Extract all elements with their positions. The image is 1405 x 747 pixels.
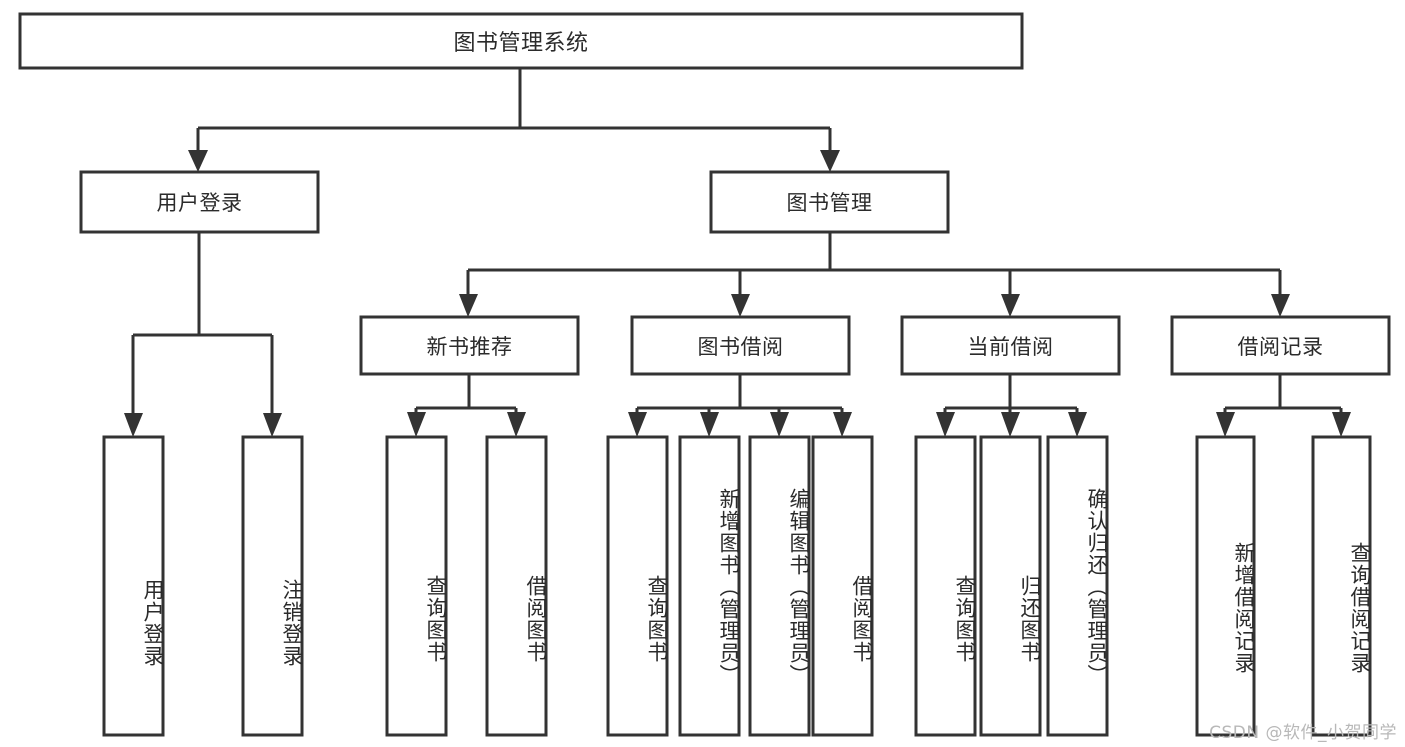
arrow-head-leaf-current-borrow-0 bbox=[936, 412, 955, 437]
arrow-head-leaf-new-book-0 bbox=[407, 412, 426, 437]
arrow-head-leaf-user-login-1 bbox=[263, 413, 282, 437]
connector-new-book-to-leaves bbox=[407, 374, 526, 437]
arrow-head-leaf-new-book-1 bbox=[507, 412, 526, 437]
arrow-head-leaf-book-borrow-0 bbox=[628, 412, 647, 437]
arrow-head-current-borrow bbox=[1001, 294, 1020, 317]
arrow-head-user-login bbox=[188, 150, 208, 172]
node-box-book-manage[interactable] bbox=[709, 170, 950, 234]
arrow-head-leaf-book-borrow-1 bbox=[700, 412, 719, 437]
leaf-box-book-borrow-1[interactable] bbox=[678, 435, 741, 737]
arrow-head-leaf-user-login-0 bbox=[124, 413, 143, 437]
arrow-head-leaf-current-borrow-2 bbox=[1068, 412, 1087, 437]
arrow-head-new-book bbox=[459, 294, 478, 317]
arrow-head-book-borrow bbox=[731, 294, 750, 317]
connector-user-login-to-leaves bbox=[124, 232, 282, 437]
leaf-box-user-login-0[interactable] bbox=[102, 435, 165, 737]
leaf-box-user-login-1[interactable] bbox=[241, 435, 304, 737]
connector-book-manage-to-level3 bbox=[459, 232, 1290, 317]
arrow-head-borrow-record bbox=[1271, 294, 1290, 317]
leaf-box-book-borrow-3[interactable] bbox=[811, 435, 874, 737]
node-box-root[interactable] bbox=[18, 12, 1024, 70]
arrow-head-book-manage bbox=[820, 150, 840, 172]
leaf-box-current-borrow-1[interactable] bbox=[979, 435, 1042, 737]
connector-current-borrow-to-leaves bbox=[936, 374, 1087, 437]
leaf-box-new-book-0[interactable] bbox=[385, 435, 448, 737]
leaf-box-book-borrow-2[interactable] bbox=[748, 435, 811, 737]
arrow-head-leaf-borrow-record-1 bbox=[1332, 412, 1351, 437]
leaf-box-borrow-record-0[interactable] bbox=[1195, 435, 1256, 737]
connector-root-to-level2 bbox=[188, 68, 840, 172]
leaf-box-book-borrow-0[interactable] bbox=[606, 435, 669, 737]
connector-book-borrow-to-leaves bbox=[628, 374, 852, 437]
node-box-current-borrow[interactable] bbox=[900, 315, 1121, 376]
arrow-head-leaf-borrow-record-0 bbox=[1216, 412, 1235, 437]
leaf-box-current-borrow-2[interactable] bbox=[1046, 435, 1109, 737]
connector-borrow-record-to-leaves bbox=[1216, 374, 1351, 437]
arrow-head-leaf-current-borrow-1 bbox=[1001, 412, 1020, 437]
arrow-head-leaf-book-borrow-2 bbox=[770, 412, 789, 437]
node-box-new-book-recommend[interactable] bbox=[359, 315, 580, 376]
node-box-book-borrow[interactable] bbox=[630, 315, 851, 376]
leaf-box-current-borrow-0[interactable] bbox=[914, 435, 977, 737]
leaf-box-borrow-record-1[interactable] bbox=[1311, 435, 1372, 737]
node-box-borrow-record[interactable] bbox=[1170, 315, 1391, 376]
arrow-head-leaf-book-borrow-3 bbox=[833, 412, 852, 437]
leaf-box-new-book-1[interactable] bbox=[485, 435, 548, 737]
node-box-user-login[interactable] bbox=[79, 170, 320, 234]
